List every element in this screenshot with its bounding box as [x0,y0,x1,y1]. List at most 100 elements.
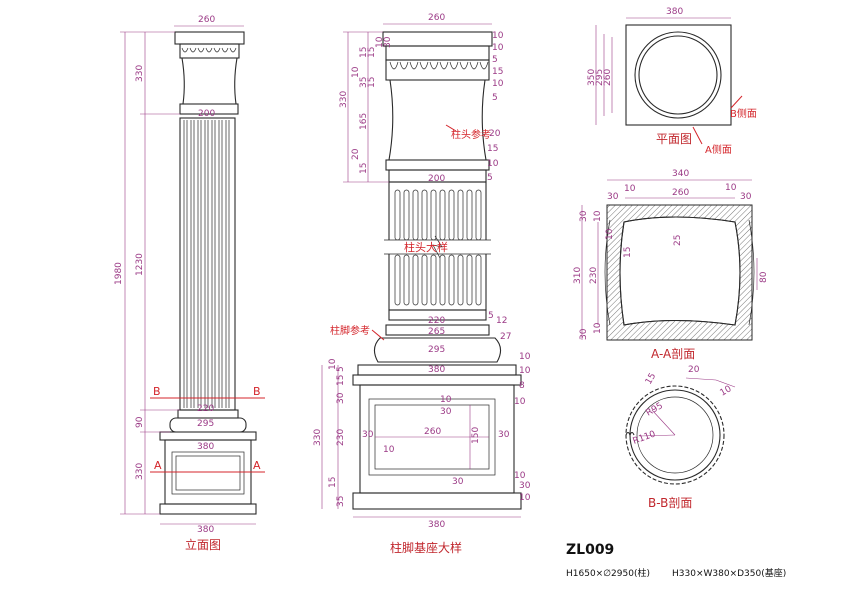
detail-b-30b: 30 [452,477,464,487]
elev-pedestal-panel [171,451,245,495]
elev-h-pedestal: 330 [135,463,145,480]
plan-h3: 260 [603,69,613,86]
capital-ref-label: 柱头参考 [451,128,491,141]
aa-d10e: 10 [605,228,615,240]
detail-pedestal-body [359,384,515,494]
detail-r-5b: 5 [492,93,498,103]
detail-h-capital: 330 [339,91,349,108]
detail-r-5a: 5 [492,55,498,65]
detail-r-15b: 15 [487,144,498,154]
ped-l-15b: 15 [328,477,338,488]
elevation-view: 260 200 B B 220 295 380 [114,15,265,552]
aa-w-inner: 260 [672,188,689,198]
elev-plinth-width: 295 [197,419,214,429]
detail-l-10b: 10 [351,66,361,78]
bb-r-outer: R95 [645,401,665,419]
plan-view: 380 350 295 260 B侧面 A侧面 平面图 [587,7,757,156]
ped-l-5: 5 [336,366,346,372]
detail-265: 265 [428,327,445,337]
aa-d10c: 10 [593,210,603,222]
detail-b-10b: 10 [519,366,531,376]
detail-panel-width: 260 [424,427,441,437]
ped-l-10: 10 [328,358,338,370]
detail-380-top: 380 [428,365,445,375]
detail-r-10a: 10 [492,31,504,41]
detail-b-27: 27 [500,332,511,342]
detail-capital-ovolo [389,61,489,70]
aa-d30c: 30 [579,210,589,222]
section-b-right: B [253,385,261,398]
elev-shaft-flutes [183,120,230,408]
detail-r-10d: 10 [487,159,499,169]
elev-base-width: 220 [197,404,214,414]
detail-l-15a: 15 [359,47,369,58]
detail-r-15: 15 [492,67,503,77]
elev-h-total: 1980 [114,262,124,285]
aa-d10b: 10 [725,183,737,193]
detail-pedestal-panel [368,398,496,476]
detail-l-15c: 15 [367,77,377,88]
base-ref-label: 柱脚参考 [330,324,370,337]
bb-d15: 15 [644,372,658,387]
detail-b-12: 12 [496,316,507,326]
aa-h-inner: 230 [589,267,599,284]
aa-d30d: 30 [579,328,589,340]
elev-bottom-width: 380 [197,525,214,535]
bb-d20: 20 [688,365,700,375]
info-block: ZL009 H1650×∅2950(柱) H330×W380×D350(基座) [566,542,786,579]
detail-b-10d: 10 [514,471,526,481]
detail-r-5c: 5 [487,173,493,183]
elev-pedestal-foot [159,503,257,515]
detail-b-10f: 10 [440,395,452,405]
section-aa-title: A-A剖面 [651,347,695,361]
elev-h-shaft: 1230 [135,253,145,276]
ped-l-15: 15 [336,375,346,386]
detail-b-5: 5 [488,311,494,321]
section-bb-title: B-B剖面 [648,496,692,510]
detail-b-10a: 10 [519,352,531,362]
aa-h-total: 310 [573,267,583,284]
aa-d80: 80 [759,271,769,283]
spec-column: H1650×∅2950(柱) [566,567,650,579]
aa-d10a: 10 [624,184,636,194]
elev-shaft [179,117,236,411]
detail-title: 柱脚基座大样 [390,540,462,555]
aa-d30a: 30 [607,192,619,202]
aa-section-hatch [606,204,753,341]
plan-width: 380 [666,7,683,17]
product-code: ZL009 [566,542,614,558]
detail-l-15d: 15 [359,163,369,174]
section-a-left: A [154,459,162,472]
aa-d10d: 10 [593,322,603,334]
section-aa-view: 340 260 10 10 30 30 25 15 310 230 10 30 … [573,169,769,361]
detail-r-20: 20 [489,129,501,139]
elev-capital-ovolo [181,47,237,53]
detail-l-10: 10 [375,36,385,48]
detail-r-10c: 10 [492,79,504,89]
ped-l-330: 330 [313,429,323,446]
capital-detail-label: 柱头大样 [404,240,448,254]
elev-capital-echinus [179,43,240,59]
plan-outer-circle [634,31,722,119]
ped-inner-30b: 30 [498,430,510,440]
elev-capital-neck [181,57,238,105]
elev-h-capital: 330 [135,65,145,82]
aa-d25: 25 [673,235,683,246]
elev-h-base: 90 [135,416,145,428]
ped-inner-30a: 30 [362,430,374,440]
elev-capital-abacus [174,31,245,45]
detail-view: 260 200 柱头参考 柱头大样 [313,13,531,555]
detail-l-35: 35 [359,77,369,88]
bb-d10: 10 [719,384,734,399]
plan-h1: 350 [587,69,597,86]
aa-w-total: 340 [672,169,689,179]
elev-pedestal-cap [159,431,257,441]
elev-top-width: 260 [198,15,215,25]
spec-base: H330×W380×D350(基座) [672,567,786,579]
elev-neck-width: 200 [198,109,215,119]
detail-base-width: 220 [428,316,445,326]
detail-b-10c: 10 [514,397,526,407]
section-a-right: A [253,459,261,472]
ped-l-30: 30 [336,392,346,404]
